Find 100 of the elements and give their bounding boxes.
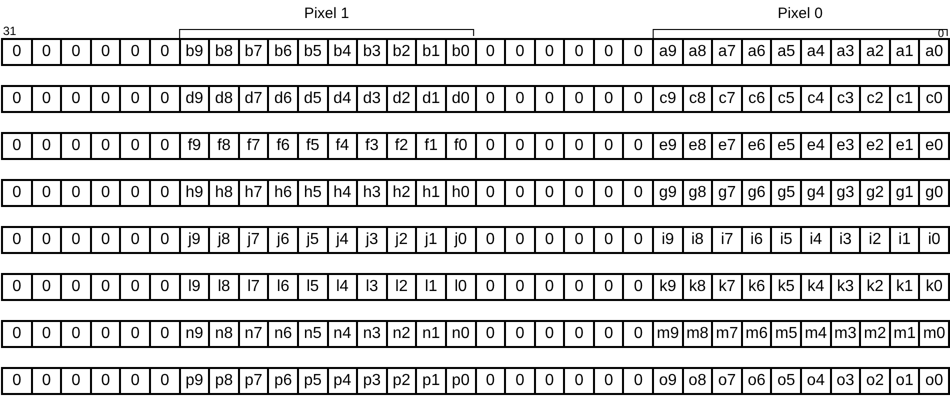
bit-cell: l0: [444, 273, 476, 301]
bit-cell: p6: [267, 367, 299, 395]
bit-cell: m1: [888, 320, 920, 348]
bit-cell: m7: [711, 320, 743, 348]
bit-cell: 0: [119, 38, 151, 66]
bit-cell: a1: [888, 38, 920, 66]
bit-cell: o1: [888, 367, 920, 395]
bit-cell: k4: [800, 273, 832, 301]
bit-cell: 0: [563, 38, 595, 66]
bit-cell: 0: [622, 226, 654, 254]
bit-cell: a3: [830, 38, 862, 66]
bit-cell: h4: [326, 179, 358, 207]
bit-cell: d2: [386, 85, 418, 113]
bit-cell: i5: [770, 226, 802, 254]
bit-cell: j0: [444, 226, 476, 254]
bit-cell: p5: [296, 367, 329, 395]
bit-cell: 0: [60, 367, 92, 395]
bit-cell: p2: [386, 367, 418, 395]
bit-cell: e6: [740, 132, 772, 160]
bit-cell: 0: [60, 38, 92, 66]
bit-cell: l8: [208, 273, 240, 301]
bit-cell: f5: [296, 132, 329, 160]
bit-cell: 0: [563, 226, 595, 254]
bit-cell: b3: [356, 38, 388, 66]
bit-cell: c4: [800, 85, 832, 113]
bit-cell: d6: [267, 85, 299, 113]
bit-cell: 0: [148, 273, 181, 301]
bit-cell: l4: [326, 273, 358, 301]
bit-cell: d8: [208, 85, 240, 113]
bit-cell: l2: [386, 273, 418, 301]
bit-cell: p3: [356, 367, 388, 395]
bit-cell: p7: [238, 367, 270, 395]
bit-cell: l3: [356, 273, 388, 301]
bit-cell: e2: [859, 132, 891, 160]
bit-cell: 0: [534, 85, 566, 113]
bit-cell: 0: [1, 85, 33, 113]
bit-cell: a0: [918, 38, 950, 66]
bit-cell: d1: [415, 85, 447, 113]
bit-cell: 0: [504, 226, 536, 254]
bit-cell: 0: [60, 226, 92, 254]
bit-cell: h7: [238, 179, 270, 207]
bit-cell: m0: [918, 320, 950, 348]
bit-cell: j7: [238, 226, 270, 254]
bit-cell: c5: [770, 85, 802, 113]
bit-cell: 0: [119, 273, 151, 301]
bit-cell: h8: [208, 179, 240, 207]
bit-cell: 0: [90, 226, 122, 254]
bit-cell: c7: [711, 85, 743, 113]
bit-cell: 0: [30, 85, 62, 113]
bit-cell: 0: [504, 179, 536, 207]
bit-cell: 0: [119, 367, 151, 395]
bit-cell: 0: [119, 85, 151, 113]
bit-cell: c2: [859, 85, 891, 113]
bit-cell: m2: [859, 320, 891, 348]
bit-cell: e3: [830, 132, 862, 160]
bit-cell: 0: [148, 38, 181, 66]
bit-cell: m5: [770, 320, 802, 348]
bit-cell: 0: [30, 226, 62, 254]
bit-cell: j5: [296, 226, 329, 254]
bit-cell: 0: [592, 132, 624, 160]
bit-cell: n3: [356, 320, 388, 348]
bit-cell: m4: [800, 320, 832, 348]
bit-cell: 0: [504, 85, 536, 113]
bit-cell: 0: [474, 38, 506, 66]
bit-cell: o7: [711, 367, 743, 395]
bit-cell: l9: [178, 273, 210, 301]
bit-cell: h1: [415, 179, 447, 207]
bit-cell: p0: [444, 367, 476, 395]
bit-cell: j3: [356, 226, 388, 254]
bit-cell: a6: [740, 38, 772, 66]
bit-cell: f4: [326, 132, 358, 160]
bit-cell: p9: [178, 367, 210, 395]
bit-cell: a7: [711, 38, 743, 66]
bit-cell: 0: [592, 273, 624, 301]
bit-cell: b1: [415, 38, 447, 66]
bit-cell: n5: [296, 320, 329, 348]
bit-cell: m6: [740, 320, 772, 348]
bit-cell: 0: [60, 179, 92, 207]
field-label: Pixel 1: [304, 5, 350, 22]
bit-cell: j9: [178, 226, 210, 254]
bit-cell: 0: [474, 320, 506, 348]
bit-cell: 0: [1, 38, 33, 66]
bit-cell: 0: [1, 226, 33, 254]
bit-cell: g9: [652, 179, 684, 207]
bit-cell: 0: [60, 320, 92, 348]
bit-cell: 0: [474, 85, 506, 113]
bit-cell: b5: [296, 38, 329, 66]
bit-cell: 0: [60, 132, 92, 160]
bit-cell: 0: [119, 132, 151, 160]
bit-cell: g5: [770, 179, 802, 207]
bit-cell: d3: [356, 85, 388, 113]
bit-cell: c8: [682, 85, 714, 113]
bit-cell: 0: [474, 132, 506, 160]
bit-cell: n9: [178, 320, 210, 348]
bit-cell: c9: [652, 85, 684, 113]
bit-cell: k5: [770, 273, 802, 301]
bit-cell: e5: [770, 132, 802, 160]
bit-cell: 0: [60, 85, 92, 113]
bit-cell: 0: [1, 273, 33, 301]
bit-cell: f8: [208, 132, 240, 160]
